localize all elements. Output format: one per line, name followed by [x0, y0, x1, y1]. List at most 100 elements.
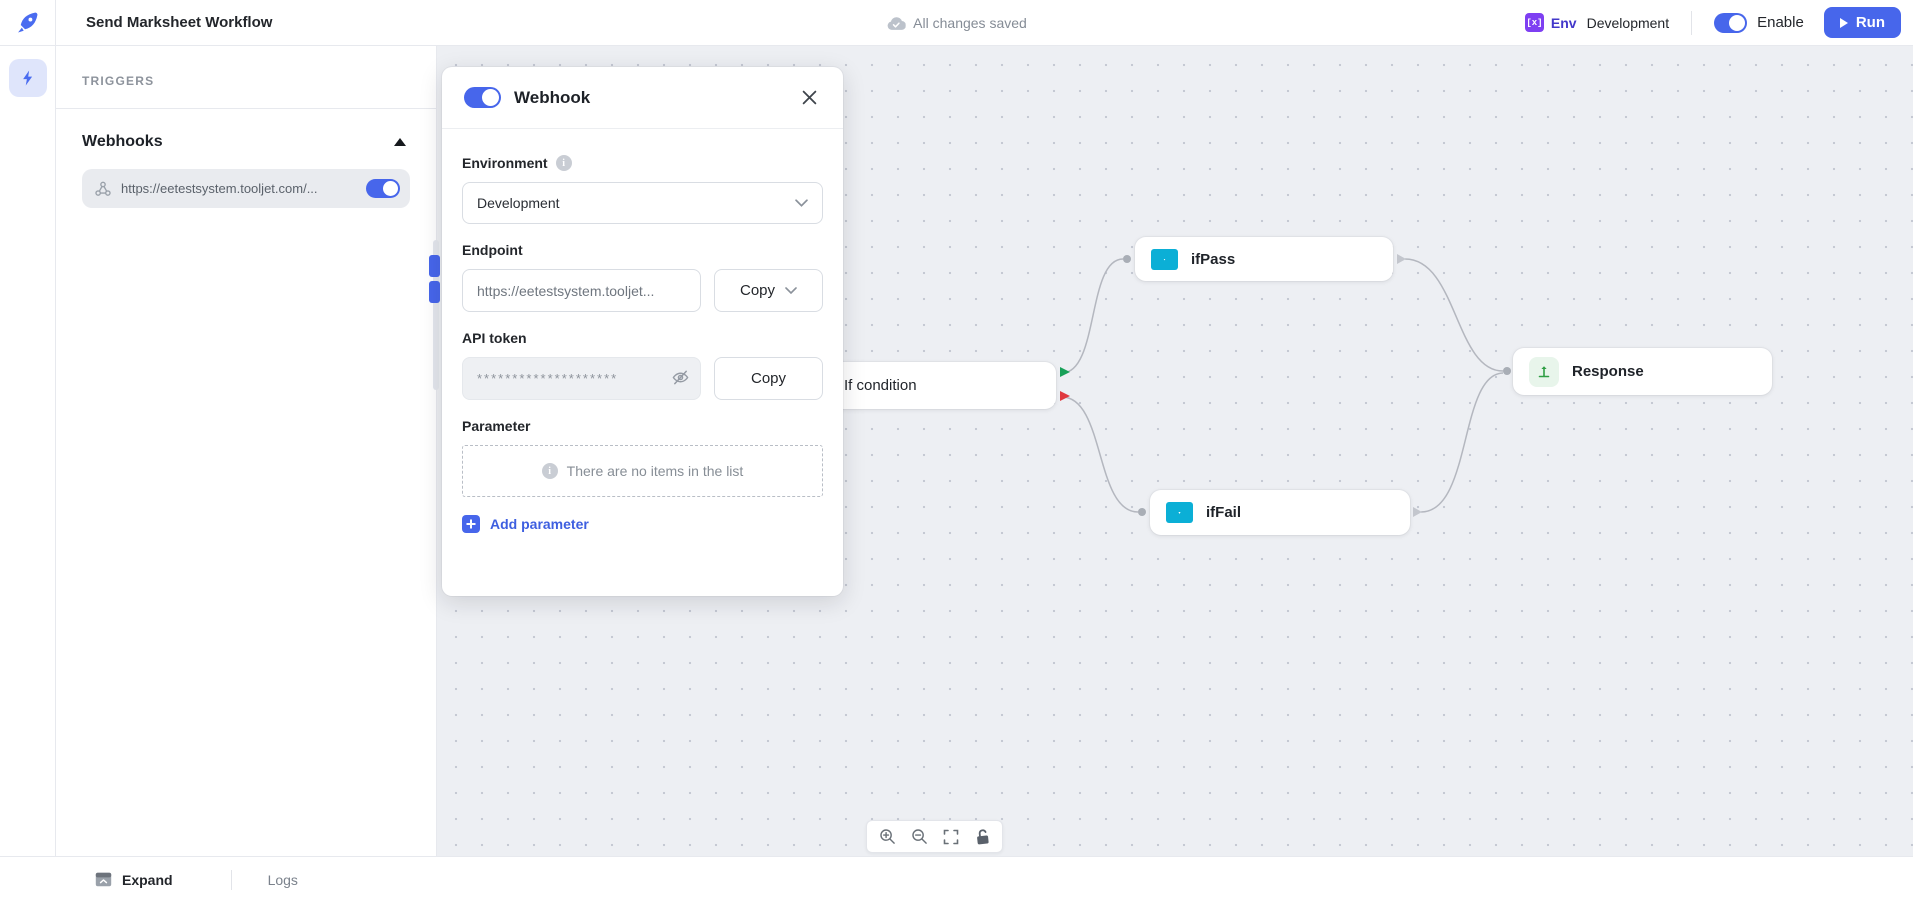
endpoint-label-text: Endpoint: [462, 242, 523, 258]
node-label: Response: [1572, 363, 1644, 380]
node-iffail[interactable]: ifFail: [1150, 490, 1410, 535]
zoom-out-icon: [912, 829, 927, 844]
api-token-field-label: API token: [462, 330, 823, 346]
enable-label: Enable: [1757, 14, 1804, 31]
env-value: Development: [1586, 14, 1670, 31]
copy-label: Copy: [739, 282, 776, 299]
logs-tab[interactable]: Logs: [267, 871, 298, 888]
hidden-node-track: [433, 240, 439, 390]
panel-head: TRIGGERS: [56, 46, 436, 109]
unlock-icon: [977, 829, 989, 845]
add-parameter-button[interactable]: Add parameter: [462, 515, 589, 533]
email-icon: [1151, 248, 1178, 270]
api-token-input[interactable]: [462, 357, 701, 400]
environment-select-value: Development: [477, 195, 560, 211]
expand-panel-icon: [95, 872, 112, 887]
header-divider: [1691, 10, 1693, 35]
env-icon: [x]: [1524, 13, 1544, 32]
endpoint-field-label: Endpoint: [462, 242, 823, 258]
webhook-config-modal: Webhook Environment i Development Endpoi…: [442, 67, 843, 596]
fit-view-button[interactable]: [943, 829, 959, 845]
empty-list-text: There are no items in the list: [566, 463, 744, 479]
api-token-copy-button[interactable]: Copy: [714, 357, 823, 400]
play-icon: [1839, 17, 1848, 28]
info-icon: i: [555, 155, 572, 171]
api-token-row: Copy: [462, 357, 823, 400]
copy-label: Copy: [750, 370, 787, 387]
endpoint-row: Copy: [462, 269, 823, 312]
info-icon: i: [541, 463, 558, 479]
close-button[interactable]: [798, 86, 821, 109]
hidden-node-segment: [429, 281, 440, 303]
top-header: Send Marksheet Workflow All changes save…: [0, 0, 1913, 46]
node-ifpass[interactable]: ifPass: [1135, 237, 1393, 281]
false-output-port[interactable]: [1060, 391, 1070, 401]
node-response[interactable]: Response: [1513, 348, 1772, 395]
cloud-check-icon: [887, 16, 906, 30]
bottom-bar: Expand Logs: [0, 856, 1913, 902]
parameter-label-text: Parameter: [462, 418, 531, 434]
app-logo[interactable]: [0, 0, 56, 45]
chevron-down-icon: [795, 199, 808, 207]
node-label: ifFail: [1206, 504, 1242, 521]
save-status-text: All changes saved: [913, 15, 1027, 31]
run-button[interactable]: Run: [1823, 7, 1901, 38]
webhooks-group-header[interactable]: Webhooks: [56, 109, 436, 167]
true-output-port[interactable]: [1060, 367, 1070, 377]
zoom-out-button[interactable]: [911, 828, 928, 845]
parameter-field-label: Parameter: [462, 418, 823, 434]
canvas-toolbar: [866, 820, 1003, 853]
triggers-panel: TRIGGERS Webhooks https://eetestsystem.t…: [56, 46, 437, 856]
run-label: Run: [1855, 14, 1885, 31]
endpoint-copy-button[interactable]: Copy: [714, 269, 823, 312]
save-status: All changes saved: [886, 0, 1027, 46]
lock-button[interactable]: [974, 828, 990, 845]
webhook-icon: [95, 181, 111, 196]
webhooks-group-title: Webhooks: [82, 133, 163, 150]
modal-header: Webhook: [442, 67, 843, 129]
modal-title: Webhook: [514, 87, 591, 107]
response-glyph-icon: [1538, 365, 1550, 377]
response-icon: [1529, 356, 1559, 387]
environment-label-text: Environment: [462, 155, 548, 171]
node-if-condition[interactable]: If condition: [828, 362, 1056, 409]
node-label: If condition: [844, 377, 917, 394]
lightning-icon: [22, 70, 32, 86]
environment-select[interactable]: Development: [462, 182, 823, 224]
webhook-enable-toggle[interactable]: [464, 87, 501, 108]
expand-button[interactable]: Expand: [95, 872, 173, 888]
triggers-rail-item[interactable]: [8, 59, 47, 97]
left-icon-rail: [0, 46, 56, 856]
add-parameter-label: Add parameter: [490, 516, 589, 532]
hidden-node-segment: [429, 255, 440, 277]
email-icon: [1166, 502, 1193, 523]
input-port[interactable]: [1138, 508, 1146, 516]
collapse-icon: [394, 138, 406, 146]
bottom-bar-divider: [230, 869, 232, 890]
node-label: ifPass: [1191, 250, 1236, 268]
input-port[interactable]: [1503, 367, 1511, 375]
api-token-label-text: API token: [462, 330, 527, 346]
endpoint-input[interactable]: [462, 269, 701, 312]
environment-switcher[interactable]: [x] Env Development: [1524, 13, 1670, 32]
environment-field-label: Environment i: [462, 155, 823, 171]
panel-section-title: TRIGGERS: [82, 74, 155, 88]
close-icon: [802, 90, 817, 105]
expand-label: Expand: [122, 871, 173, 888]
webhook-item-toggle[interactable]: [366, 179, 400, 198]
toggle-visibility-button[interactable]: [671, 369, 690, 386]
webhook-url: https://eetestsystem.tooljet.com/...: [121, 181, 318, 196]
zoom-in-button[interactable]: [879, 828, 896, 845]
chevron-down-icon: [785, 287, 797, 294]
modal-body: Environment i Development Endpoint Copy: [442, 129, 843, 553]
webhook-trigger-item[interactable]: https://eetestsystem.tooljet.com/...: [82, 169, 410, 208]
output-port[interactable]: [1413, 507, 1422, 517]
env-label: Env: [1550, 14, 1577, 31]
eye-off-icon: [672, 370, 689, 385]
input-port[interactable]: [1123, 255, 1131, 263]
zoom-in-icon: [880, 829, 895, 844]
workflow-title[interactable]: Send Marksheet Workflow: [86, 14, 273, 31]
output-port[interactable]: [1397, 254, 1406, 264]
enable-toggle[interactable]: [1714, 12, 1748, 33]
api-token-wrap: [462, 357, 701, 400]
